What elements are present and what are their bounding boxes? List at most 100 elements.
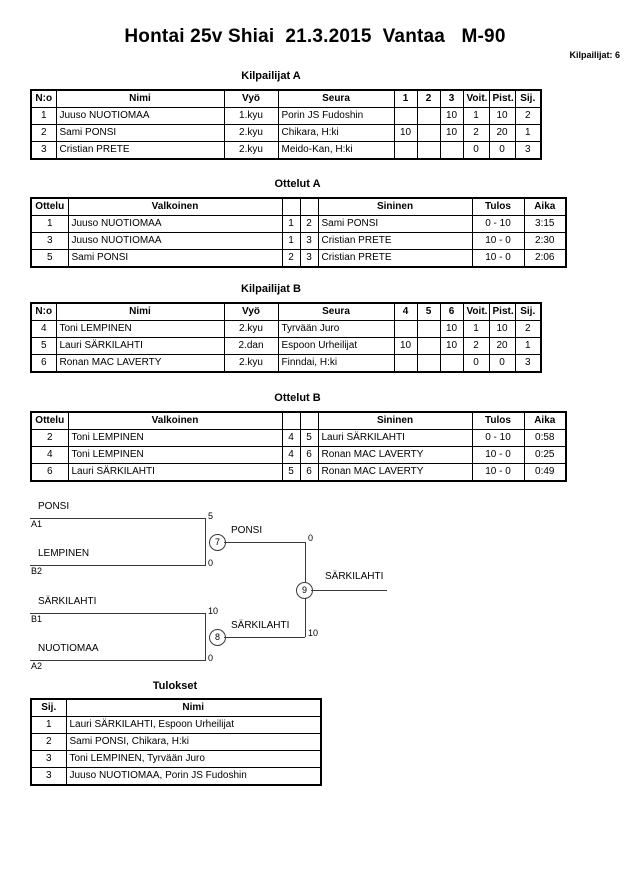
cell-m1 [393,141,418,160]
cell-name: Lauri SÄRKILAHTI, Espoon Urheilijat [65,716,322,734]
cell-time: 2:30 [523,232,567,250]
cell-m1: 10 [393,337,418,355]
matches-b-table: Ottelu Valkoinen Sininen Tulos Aika 2 To… [30,411,567,482]
cell-rank: 2 [514,107,542,125]
cell-result: 0 - 10 [471,429,525,447]
cell-m1 [393,320,418,338]
pool-b-table: N:o Nimi Vyö Seura 4 5 6 Voit. Pist. Sij… [30,302,542,373]
cell-result: 10 - 0 [471,249,525,268]
cell-name: Ronan MAC LAVERTY [55,354,225,373]
cell-belt: 1.kyu [223,107,279,125]
cell-wins: 1 [462,107,490,125]
cell-blue-no: 3 [299,249,319,268]
cell-time: 2:06 [523,249,567,268]
cell-result: 0 - 10 [471,215,525,233]
cell-time: 0:25 [523,446,567,464]
bracket-entrant-seed: A2 [31,661,43,671]
bracket-entrant-seed: A1 [31,519,43,529]
cell-blue: Lauri SÄRKILAHTI [317,429,473,447]
col-rank: Sij. [30,698,67,717]
cell-m1 [393,107,418,125]
cell-wins: 1 [462,320,490,338]
col-white: Valkoinen [67,411,283,430]
table-row: 2 Toni LEMPINEN 4 5 Lauri SÄRKILAHTI 0 -… [30,429,567,447]
caption-matches-b: Ottelut B [274,392,321,404]
competitor-count-label: Kilpailijat: 6 [569,50,620,60]
caption-pool-b: Kilpailijat B [241,283,301,295]
cell-blue: Cristian PRETE [317,249,473,268]
cell-name: Lauri SÄRKILAHTI [55,337,225,355]
cell-rank: 3 [514,141,542,160]
cell-m1: 10 [393,124,418,142]
cell-points: 10 [488,107,516,125]
cell-points: 0 [488,141,516,160]
col-result: Tulos [471,197,525,216]
bracket-connector [224,542,305,543]
col-opponent-3: 3 [439,89,464,108]
cell-m3: 10 [439,107,464,125]
table-row: 1 Lauri SÄRKILAHTI, Espoon Urheilijat [30,716,322,734]
col-name: Nimi [55,89,225,108]
cell-blue: Ronan MAC LAVERTY [317,446,473,464]
cell-belt: 2.dan [223,337,279,355]
cell-m2 [416,107,441,125]
bracket-connector [30,518,205,519]
cell-wins: 0 [462,141,490,160]
cell-result: 10 - 0 [471,463,525,482]
cell-wins: 2 [462,124,490,142]
col-blue-no [299,411,319,430]
cell-name: Toni LEMPINEN [55,320,225,338]
cell-club: Meido-Kan, H:ki [277,141,395,160]
bracket-connector [205,613,206,661]
cell-white-no: 4 [281,429,301,447]
cell-time: 0:49 [523,463,567,482]
bracket-connector [224,637,305,638]
cell-rank: 2 [30,733,67,751]
page-title: Hontai 25v Shiai 21.3.2015 Vantaa M-90 [124,26,506,47]
cell-time: 3:15 [523,215,567,233]
bracket-entrant-seed: B2 [31,566,43,576]
cell-white: Sami PONSI [67,249,283,268]
cell-white-no: 2 [281,249,301,268]
table-row: 5 Lauri SÄRKILAHTI 2.dan Espoon Urheilij… [30,337,542,355]
col-result: Tulos [471,411,525,430]
cell-m2 [416,354,441,373]
bracket-entrant-name: PONSI [38,501,70,512]
bracket-champion: SÄRKILAHTI [325,571,384,582]
cell-m3: 10 [439,124,464,142]
cell-rank: 3 [30,767,67,786]
col-rank: Sij. [514,302,542,321]
caption-matches-a: Ottelut A [274,178,321,190]
cell-white: Toni LEMPINEN [67,429,283,447]
cell-m3: 10 [439,337,464,355]
caption-pool-a: Kilpailijat A [241,70,301,82]
cell-rank: 2 [514,320,542,338]
cell-m2 [416,337,441,355]
bracket-semifinal-final-score: 0 [308,533,314,543]
cell-time: 0:58 [523,429,567,447]
cell-match: 4 [30,446,69,464]
cell-name: Toni LEMPINEN, Tyrvään Juro [65,750,322,768]
cell-match: 6 [30,463,69,482]
table-header-row: Ottelu Valkoinen Sininen Tulos Aika [30,411,567,430]
table-header-row: Sij. Nimi [30,698,322,717]
table-row: 3 Juuso NUOTIOMAA 1 3 Cristian PRETE 10 … [30,232,567,250]
table-row: 6 Ronan MAC LAVERTY 2.kyu Finndai, H:ki … [30,354,542,373]
bracket-semifinal-winner: PONSI [231,525,263,536]
col-match: Ottelu [30,411,69,430]
col-opponent-2: 2 [416,89,441,108]
bracket-entrant-score: 0 [208,653,214,663]
cell-m1 [393,354,418,373]
col-name: Nimi [55,302,225,321]
cell-m3 [439,354,464,373]
bracket-connector [30,613,205,614]
col-opponent-1: 1 [393,89,418,108]
cell-m2 [416,141,441,160]
cell-match: 3 [30,232,69,250]
cell-white-no: 1 [281,232,301,250]
col-blue-no [299,197,319,216]
cell-belt: 2.kyu [223,354,279,373]
cell-result: 10 - 0 [471,232,525,250]
cell-club: Finndai, H:ki [277,354,395,373]
cell-match: 5 [30,249,69,268]
